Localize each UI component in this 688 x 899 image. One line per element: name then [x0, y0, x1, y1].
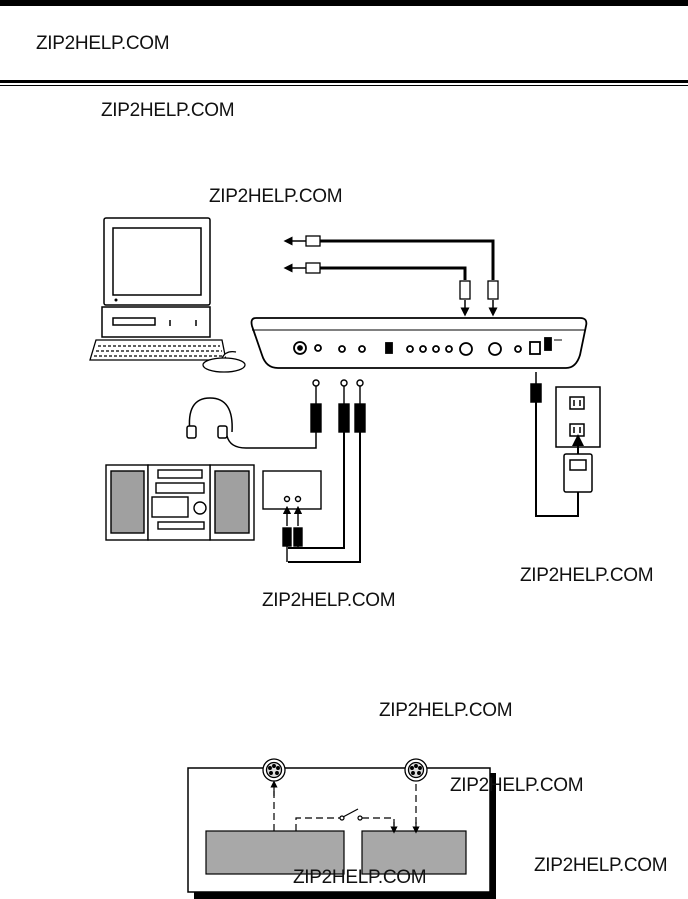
watermark: ZIP2HELP.COM	[262, 590, 396, 611]
midi-thru-diagram	[187, 758, 496, 899]
watermark: ZIP2HELP.COM	[450, 775, 584, 796]
watermark: ZIP2HELP.COM	[36, 33, 170, 54]
watermark: ZIP2HELP.COM	[209, 186, 343, 207]
header-rule-thin	[0, 85, 688, 86]
wall-outlet-icon	[555, 386, 601, 448]
watermark: ZIP2HELP.COM	[101, 100, 235, 121]
switch-icon	[339, 808, 363, 821]
watermark: ZIP2HELP.COM	[534, 855, 668, 876]
top-rule	[0, 0, 688, 6]
watermark: ZIP2HELP.COM	[520, 565, 654, 586]
ac-adapter-icon	[530, 372, 593, 517]
watermark: ZIP2HELP.COM	[379, 700, 513, 721]
midi-cables	[283, 236, 495, 280]
headphones-icon	[186, 397, 317, 449]
rca-plug-icon	[282, 505, 303, 562]
phone-plug-icon	[310, 379, 366, 433]
midi-plug-icon	[305, 235, 499, 300]
interface-unit-icon	[250, 317, 588, 369]
header-rule-thick	[0, 80, 688, 83]
keyboard-icon	[89, 339, 227, 361]
watermark: ZIP2HELP.COM	[293, 867, 427, 888]
midi-out-connector-icon	[404, 758, 428, 782]
midi-in-connector-icon	[262, 758, 286, 782]
mouse-icon	[202, 350, 246, 373]
tape-deck-icon	[262, 470, 322, 510]
computer-icon	[101, 217, 211, 338]
stereo-system-icon	[105, 464, 255, 541]
